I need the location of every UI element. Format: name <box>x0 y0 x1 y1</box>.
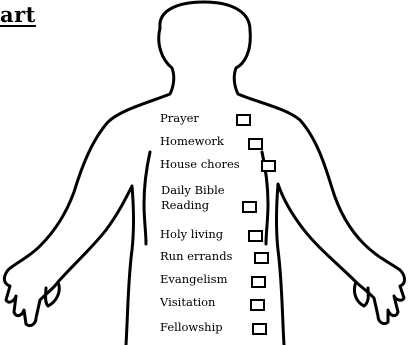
checkbox-prayer[interactable] <box>236 114 251 126</box>
checklist-label-holy-living: Holy living <box>160 228 223 241</box>
checkbox-fellowship[interactable] <box>252 323 267 335</box>
checkbox-homework[interactable] <box>248 138 263 150</box>
checklist-label-visitation: Visitation <box>160 296 215 309</box>
checklist-label-prayer: Prayer <box>160 112 199 125</box>
checklist-label-daily-bible-line1: Daily Bible <box>161 184 225 197</box>
checkbox-holy-living[interactable] <box>248 230 263 242</box>
checkbox-daily-bible-reading[interactable] <box>242 201 257 213</box>
checkbox-run-errands[interactable] <box>254 252 269 264</box>
checkbox-evangelism[interactable] <box>251 276 266 288</box>
checkbox-visitation[interactable] <box>250 299 265 311</box>
checklist-label-fellowship: Fellowship <box>160 321 223 334</box>
checklist-label-house-chores: House chores <box>160 158 240 171</box>
checklist-label-run-errands: Run errands <box>160 250 232 263</box>
checklist-label-homework: Homework <box>160 135 224 148</box>
checklist-label-evangelism: Evangelism <box>160 273 227 286</box>
checklist-label-daily-bible-line2: Reading <box>161 199 209 212</box>
checkbox-house-chores[interactable] <box>261 160 276 172</box>
